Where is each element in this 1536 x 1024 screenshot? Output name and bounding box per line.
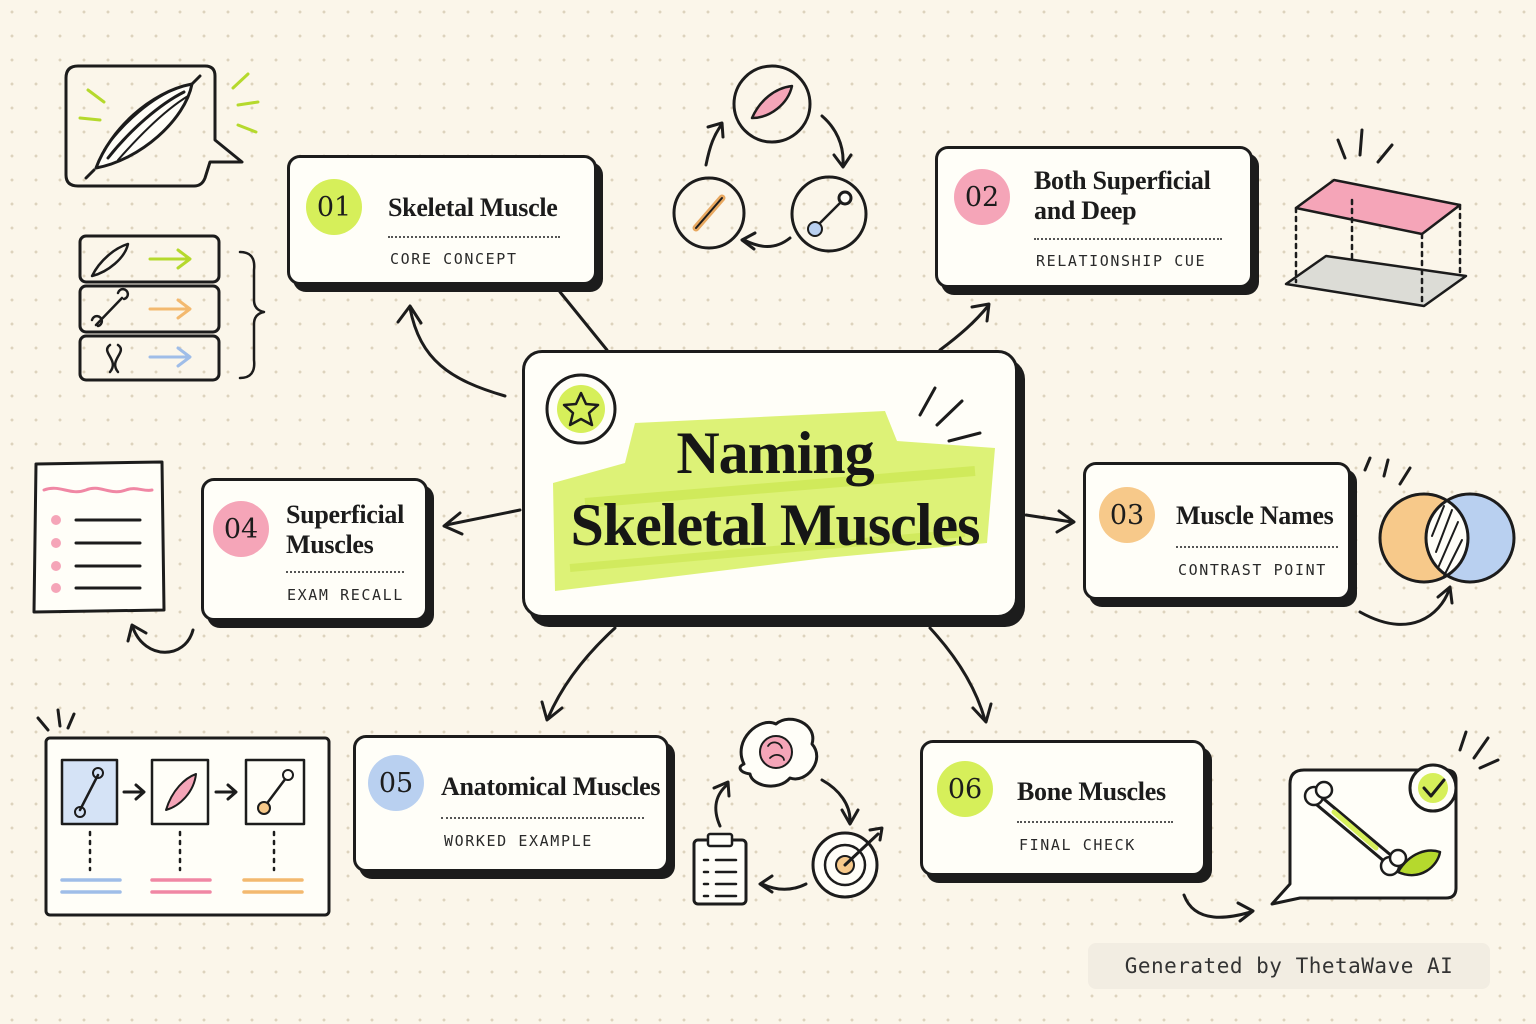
- arrow-to-card02: [938, 304, 990, 352]
- card-02-subtitle: RELATIONSHIP CUE: [1036, 252, 1207, 270]
- card-01-badge: 01: [306, 179, 362, 235]
- curved-arrow-bottom-right: [1182, 893, 1253, 919]
- arrow-to-card03: [1024, 513, 1074, 524]
- star-icon: [545, 373, 982, 445]
- highlight-brush-stroke: [553, 411, 995, 591]
- generated-by-watermark: Generated by ThetaWave AI: [1088, 943, 1490, 989]
- card-05-anatomical-muscles: 05 Anatomical Muscles WORKED EXAMPLE: [353, 735, 669, 872]
- curved-arrow-right: [1358, 588, 1451, 626]
- central-topic-card: Naming Skeletal Muscles: [522, 350, 1018, 618]
- card-06-title: Bone Muscles: [1017, 777, 1166, 806]
- card-02-divider: [1034, 238, 1222, 240]
- arrow-to-card06: [928, 626, 987, 722]
- central-title-line1: Naming: [676, 420, 874, 486]
- card-04-divider: [286, 571, 404, 573]
- card-02-title-line2: and Deep: [1034, 196, 1137, 225]
- card-04-superficial-muscles: 04 Superficial Muscles EXAM RECALL: [201, 478, 428, 621]
- card-04-subtitle: EXAM RECALL: [287, 586, 404, 604]
- arrow-to-card01: [408, 306, 507, 398]
- card-06-subtitle: FINAL CHECK: [1019, 836, 1136, 854]
- card-03-muscle-names: 03 Muscle Names CONTRAST POINT: [1083, 462, 1351, 600]
- link-central-to-card01: [558, 290, 609, 352]
- card-02-badge: 02: [954, 169, 1010, 225]
- card-05-title: Anatomical Muscles: [441, 772, 661, 801]
- card-03-title: Muscle Names: [1176, 501, 1334, 530]
- card-03-badge: 03: [1099, 487, 1155, 543]
- card-02-title-line1: Both Superficial: [1034, 166, 1211, 195]
- card-01-title: Skeletal Muscle: [388, 193, 558, 222]
- card-05-divider: [441, 817, 644, 819]
- card-04-title-line1: Superficial: [286, 500, 405, 529]
- card-04-title-line2: Muscles: [286, 530, 374, 559]
- card-01-skeletal-muscle: 01 Skeletal Muscle CORE CONCEPT: [287, 155, 597, 285]
- central-title-line2: Skeletal Muscles: [570, 492, 981, 558]
- card-04-badge: 04: [213, 501, 269, 557]
- card-01-divider: [388, 236, 560, 238]
- card-06-bone-muscles: 06 Bone Muscles FINAL CHECK: [920, 740, 1206, 876]
- card-05-subtitle: WORKED EXAMPLE: [444, 832, 593, 850]
- card-06-divider: [1017, 821, 1173, 823]
- card-05-badge: 05: [368, 755, 424, 811]
- card-06-badge: 06: [937, 761, 993, 817]
- curved-arrow-left: [131, 626, 195, 654]
- arrow-to-card04: [444, 508, 522, 527]
- card-01-subtitle: CORE CONCEPT: [390, 250, 518, 268]
- card-02-both-superficial-and-deep: 02 Both Superficial and Deep RELATIONSHI…: [935, 146, 1253, 288]
- arrow-to-card05: [546, 626, 617, 720]
- card-03-subtitle: CONTRAST POINT: [1178, 561, 1327, 579]
- card-03-divider: [1176, 546, 1338, 548]
